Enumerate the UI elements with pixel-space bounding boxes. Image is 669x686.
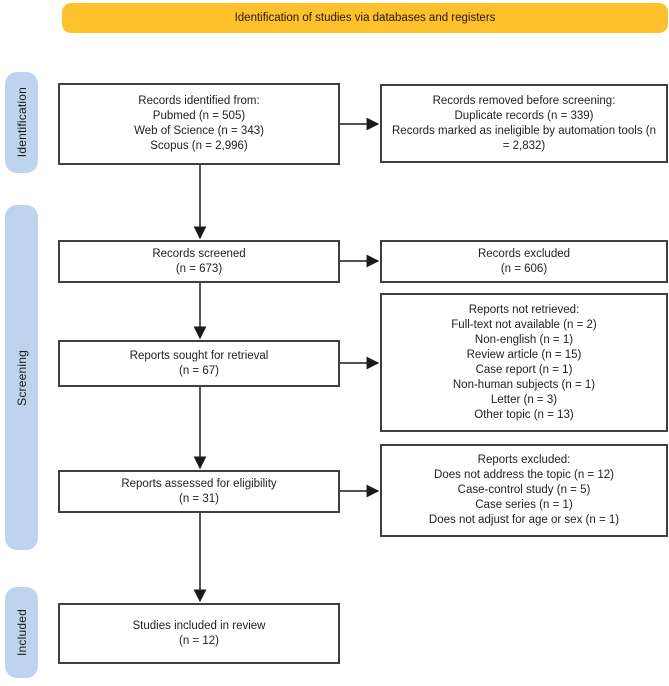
- box-records-identified: Records identified from: Pubmed (n = 505…: [58, 83, 340, 165]
- box-reports-excluded: Reports excluded: Does not address the t…: [380, 444, 668, 537]
- box-reports-not-retrieved: Reports not retrieved: Full-text not ava…: [380, 293, 668, 432]
- stage-label-included: Included: [5, 587, 38, 678]
- box-records-removed: Records removed before screening: Duplic…: [380, 84, 668, 163]
- box-records-screened: Records screened (n = 673): [58, 240, 340, 283]
- box-reports-assessed: Reports assessed for eligibility (n = 31…: [58, 470, 340, 513]
- stage-label-screening: Screening: [5, 205, 38, 550]
- stage-label-screening-text: Screening: [14, 349, 29, 406]
- stage-label-identification-text: Identification: [14, 87, 29, 158]
- banner-databases-registers: Identification of studies via databases …: [62, 3, 668, 33]
- box-records-excluded: Records excluded (n = 606): [380, 240, 668, 283]
- box-studies-included: Studies included in review (n = 12): [58, 603, 340, 664]
- stage-label-included-text: Included: [14, 609, 29, 656]
- box-reports-sought: Reports sought for retrieval (n = 67): [58, 340, 340, 387]
- stage-label-identification: Identification: [5, 72, 38, 173]
